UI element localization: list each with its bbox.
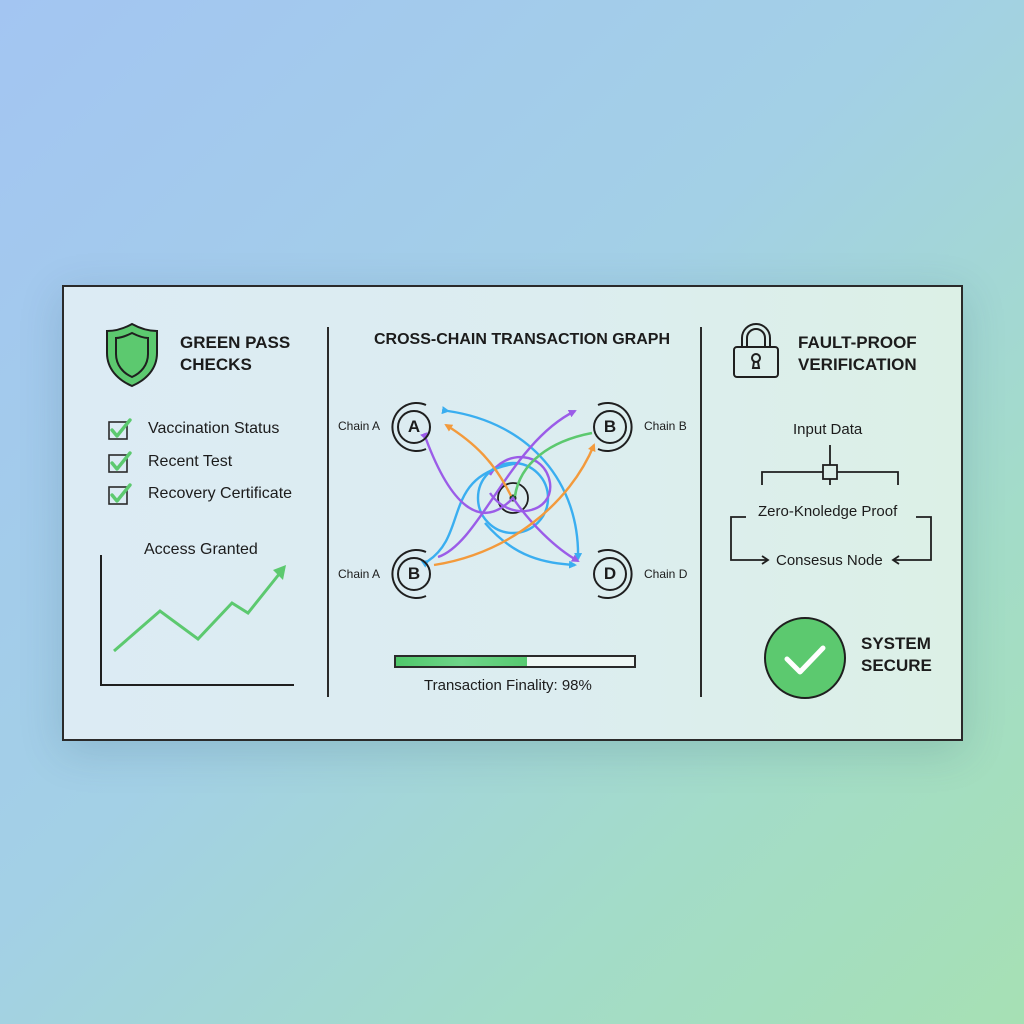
input-data-label: Input Data (793, 421, 863, 438)
node-letter: B (407, 564, 421, 583)
divider-right (700, 327, 702, 697)
node-chain-d[interactable]: D (582, 546, 638, 607)
zk-proof-label: Zero-Knoledge Proof (758, 503, 898, 520)
green-pass-title: GREEN PASS CHECKS (180, 332, 290, 376)
check-item-vaccination[interactable]: Vaccination Status (108, 417, 279, 441)
title-line-2: CHECKS (180, 355, 252, 374)
title-line-1: FAULT-PROOF (798, 333, 917, 352)
check-label: Recovery Certificate (148, 485, 293, 502)
node-label-chain-a-2: Chain A (338, 567, 381, 581)
finality-progress-bar (394, 655, 636, 668)
finality-label: Transaction Finality: 98% (424, 677, 592, 694)
status-line-2: SECURE (861, 656, 932, 675)
node-ring-icon (391, 549, 431, 599)
lock-icon (732, 321, 780, 386)
node-label-chain-a: Chain A (338, 419, 381, 433)
system-secure-status: SYSTEM SECURE (861, 633, 932, 677)
check-label: Recent Test (148, 453, 233, 470)
node-letter: D (603, 564, 617, 583)
node-letter: B (603, 417, 617, 436)
node-label-chain-b: Chain B (644, 419, 687, 433)
check-item-recovery[interactable]: Recovery Certificate (108, 482, 292, 506)
access-granted-title: Access Granted (144, 541, 258, 558)
node-chain-a[interactable]: A (386, 399, 442, 460)
access-line-chart (98, 555, 298, 694)
progress-fill (396, 657, 527, 666)
check-label: Vaccination Status (148, 420, 280, 437)
shield-icon (104, 321, 160, 394)
fault-proof-title: FAULT-PROOF VERIFICATION (798, 332, 917, 376)
consensus-node-label: Consesus Node (776, 552, 883, 569)
checkbox-checked-icon[interactable] (108, 450, 134, 474)
checkbox-checked-icon[interactable] (108, 482, 134, 506)
node-ring-icon (593, 549, 633, 599)
checkbox-checked-icon[interactable] (108, 417, 134, 441)
node-chain-b[interactable]: B (582, 399, 638, 460)
title-line-2: VERIFICATION (798, 355, 917, 374)
divider-left (327, 327, 329, 697)
title-line-1: GREEN PASS (180, 333, 291, 352)
node-chain-a-b[interactable]: B (386, 546, 442, 607)
node-letter: A (407, 417, 421, 436)
graph-title: CROSS-CHAIN TRANSACTION GRAPH (374, 331, 670, 348)
dashboard-panel: GREEN PASS CHECKS Vaccination Status Rec… (62, 285, 963, 741)
node-label-chain-d: Chain D (644, 567, 688, 581)
node-ring-icon (391, 402, 431, 452)
transaction-graph (330, 383, 700, 618)
node-ring-icon (593, 402, 633, 452)
check-item-recent-test[interactable]: Recent Test (108, 450, 232, 474)
status-line-1: SYSTEM (861, 634, 931, 653)
verification-flow-diagram (728, 445, 938, 570)
check-circle-icon (763, 616, 847, 705)
